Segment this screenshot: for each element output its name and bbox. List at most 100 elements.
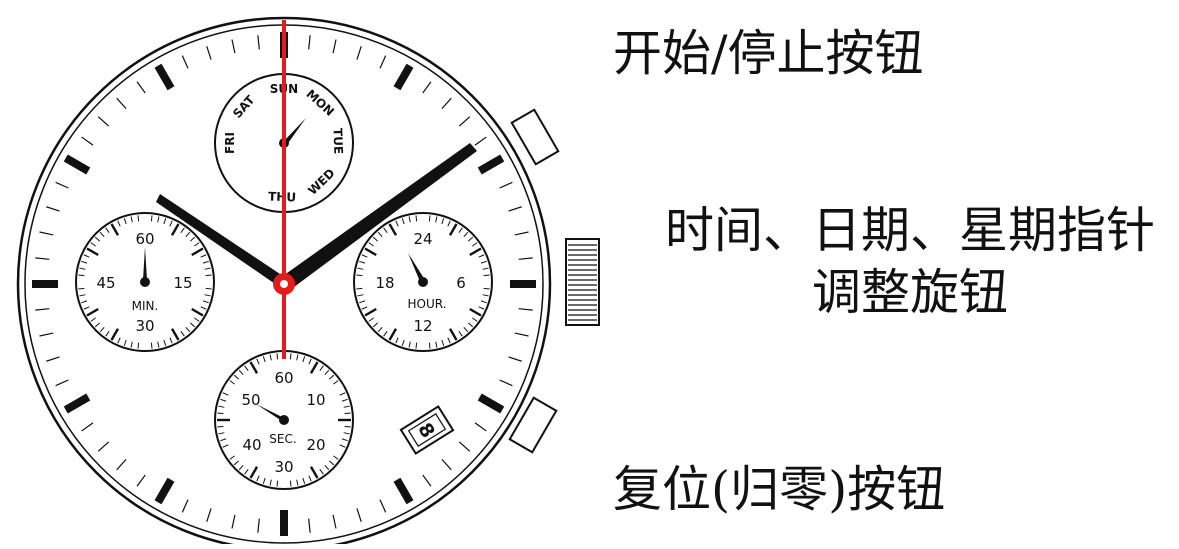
minute-label-left: 45 bbox=[96, 274, 115, 292]
subdial-tick bbox=[202, 260, 209, 264]
subdial-tick bbox=[220, 398, 227, 402]
subdial-tick bbox=[157, 341, 160, 348]
subdial-tick bbox=[356, 274, 363, 277]
hour-label-left: 18 bbox=[375, 274, 394, 292]
subdial-tick bbox=[319, 469, 324, 475]
start-stop-pusher[interactable] bbox=[510, 108, 560, 166]
second-label-left: 40 bbox=[242, 436, 261, 454]
day-label: TUE bbox=[331, 128, 346, 155]
subdial-tick bbox=[328, 460, 335, 466]
hour-marker bbox=[393, 477, 414, 505]
subdial-tick bbox=[441, 339, 445, 346]
minute-tick bbox=[379, 55, 387, 69]
subdial-tick bbox=[204, 294, 211, 297]
minute-tick bbox=[499, 379, 513, 387]
subdial-tick bbox=[150, 342, 153, 349]
start-stop-button-label: 开始/停止按钮 bbox=[613, 25, 924, 82]
hour-marker bbox=[154, 63, 175, 91]
subdial-tick bbox=[110, 328, 120, 341]
subdial-tick bbox=[463, 326, 469, 333]
minute-tick bbox=[379, 499, 387, 513]
minute-tick bbox=[422, 81, 432, 94]
subdial-tick bbox=[377, 326, 383, 333]
minute-tick bbox=[81, 422, 94, 432]
subdial-tick bbox=[123, 218, 127, 225]
subdial-tick bbox=[229, 380, 235, 385]
second-label-upper-right: 10 bbox=[306, 391, 325, 409]
subdial-tick bbox=[364, 247, 377, 257]
minute-label-right: 15 bbox=[173, 274, 192, 292]
minute-tick bbox=[35, 308, 50, 311]
subdial-tick bbox=[94, 236, 101, 242]
subdial-tick bbox=[478, 254, 485, 258]
subdial-tick bbox=[483, 274, 490, 277]
minute-tick bbox=[46, 206, 60, 212]
subdial-tick bbox=[81, 300, 88, 304]
subdial-tick bbox=[408, 216, 411, 223]
second-label-upper-left: 50 bbox=[241, 391, 260, 409]
subdial-tick bbox=[480, 260, 487, 264]
subdial-tick bbox=[78, 287, 85, 290]
center-pivot-cap bbox=[280, 280, 288, 288]
minute-tick bbox=[499, 181, 513, 189]
subdial-tick bbox=[289, 480, 292, 487]
subdial-tick bbox=[483, 287, 490, 290]
subdial-tick bbox=[81, 260, 88, 264]
second-subdial-ticks bbox=[217, 353, 351, 487]
minute-tick bbox=[474, 422, 487, 432]
subdial-tick bbox=[217, 425, 224, 428]
subdial-tick bbox=[357, 267, 364, 270]
subdial-tick bbox=[361, 306, 368, 310]
minute-tick bbox=[231, 514, 236, 529]
subdial-tick bbox=[296, 479, 299, 486]
minute-tick bbox=[55, 379, 69, 387]
minute-tick bbox=[257, 518, 260, 533]
subdial-tick bbox=[217, 412, 224, 415]
subdial-tick bbox=[117, 220, 121, 227]
subdial-tick bbox=[180, 227, 185, 233]
minute-hand bbox=[280, 143, 477, 290]
subdial-tick bbox=[467, 322, 474, 328]
minute-tick bbox=[518, 308, 533, 311]
second-subdial-pivot bbox=[279, 415, 289, 425]
minute-tick bbox=[518, 257, 533, 260]
subdial-tick bbox=[341, 398, 348, 402]
subdial-tick bbox=[110, 223, 120, 236]
subdial-tick bbox=[238, 464, 244, 471]
minute-tick bbox=[231, 39, 236, 54]
subdial-tick bbox=[357, 294, 364, 297]
crown-label-line1: 时间、日期、星期指针 bbox=[664, 202, 1155, 259]
subdial-tick bbox=[309, 466, 319, 479]
subdial-tick bbox=[205, 287, 212, 290]
reset-pusher[interactable] bbox=[508, 396, 558, 454]
minute-tick bbox=[474, 136, 487, 146]
subdial-tick bbox=[395, 337, 399, 344]
subdial-tick bbox=[388, 328, 398, 341]
subdial-tick bbox=[302, 356, 306, 363]
subdial-tick bbox=[472, 242, 478, 247]
subdial-tick bbox=[222, 392, 229, 396]
minute-tick bbox=[514, 231, 529, 236]
crown[interactable] bbox=[565, 238, 600, 326]
hour-marker bbox=[154, 477, 175, 505]
subdial-tick bbox=[480, 300, 487, 304]
subdial-tick bbox=[441, 218, 445, 225]
subdial-tick bbox=[324, 369, 330, 376]
subdial-tick bbox=[458, 227, 463, 233]
subdial-tick bbox=[469, 307, 482, 317]
subdial-tick bbox=[308, 475, 312, 482]
hour-subdial-hand bbox=[408, 253, 425, 284]
minute-tick bbox=[81, 136, 94, 146]
subdial-tick bbox=[262, 477, 266, 484]
subdial-tick bbox=[185, 326, 191, 333]
minute-label-bottom: 30 bbox=[135, 317, 154, 335]
subdial-tick bbox=[408, 341, 411, 348]
subdial-tick bbox=[395, 220, 399, 227]
subdial-tick bbox=[435, 341, 438, 348]
second-label-bottom: 30 bbox=[274, 458, 293, 476]
subdial-tick bbox=[302, 477, 306, 484]
subdial-tick bbox=[463, 231, 469, 238]
subdial-tick bbox=[105, 331, 110, 337]
minute-tick bbox=[55, 181, 69, 189]
